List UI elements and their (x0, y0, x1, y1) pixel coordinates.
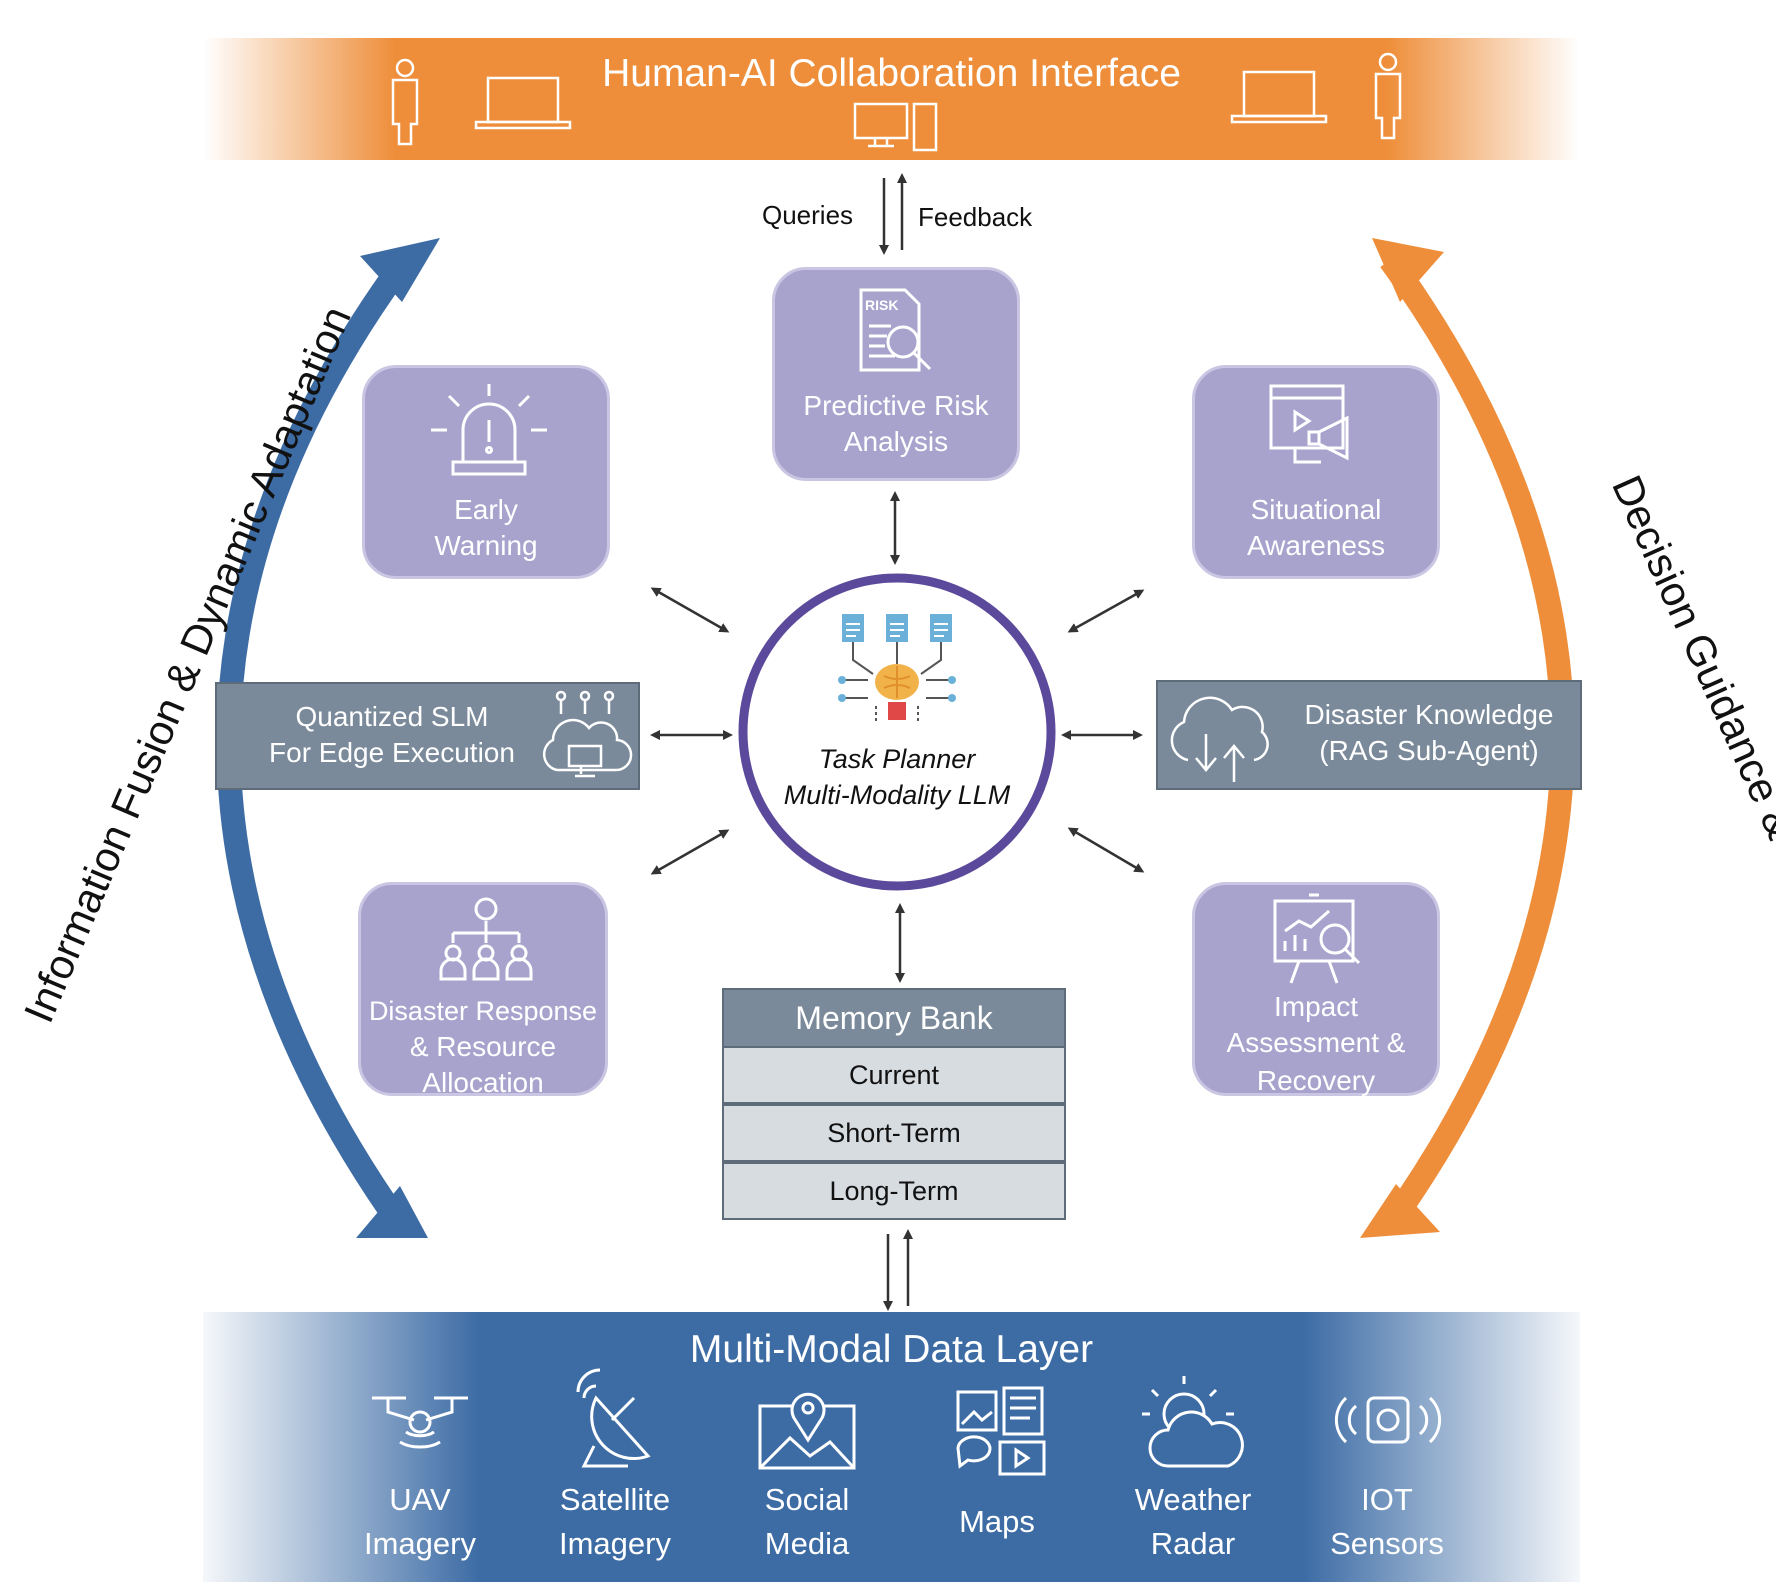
source-social-line1: Social (764, 1482, 850, 1517)
disaster-response-label-2: & Resource (409, 1031, 557, 1062)
map-pin-icon (758, 1392, 856, 1470)
disaster-response-tile: Disaster Response & Resource Allocation (358, 882, 608, 1098)
data-layer-banner: Multi-Modal Data Layer (203, 1312, 1580, 1582)
early-warning-label-1: Early (454, 494, 518, 525)
media-grid-icon (956, 1386, 1046, 1476)
laptop-icon (1230, 70, 1328, 124)
feedback-label: Feedback (918, 202, 1033, 232)
source-satellite: Satellite Imagery (530, 1478, 700, 1566)
top-banner: Human-AI Collaboration Interface (203, 38, 1580, 160)
knowledge-label-1: Disaster Knowledge (1304, 699, 1554, 730)
task-planner-label: Task Planner (818, 744, 976, 774)
cloud-network-icon (542, 690, 633, 778)
source-iot-line1: IOT (1361, 1482, 1413, 1517)
source-uav: UAV Imagery (335, 1478, 505, 1566)
data-layer-title: Multi-Modal Data Layer (689, 1328, 1094, 1371)
impact-label-2: Assessment & (1226, 1027, 1406, 1058)
sensor-icon (1334, 1396, 1442, 1444)
satellite-dish-icon (576, 1368, 651, 1468)
right-cycle-arrowhead-top (1372, 238, 1444, 302)
risk-icon-text: RISK (865, 297, 898, 313)
desktop-computer-icon (853, 102, 938, 152)
source-uav-line2: Imagery (364, 1526, 476, 1561)
team-gear-icon (439, 897, 533, 981)
risk-document-icon: RISK (859, 288, 932, 372)
early-warning-tile: Early Warning (362, 365, 610, 579)
queries-label: Queries (762, 200, 854, 230)
source-satellite-line2: Imagery (559, 1526, 671, 1561)
llm-label: Multi-Modality LLM (783, 780, 1011, 810)
situational-label-1: Situational (1250, 494, 1382, 525)
monitor-megaphone-icon (1269, 384, 1349, 464)
memory-row-long-term: Long-Term (722, 1162, 1066, 1220)
early-warning-label-2: Warning (434, 530, 538, 561)
alarm-siren-icon (431, 384, 547, 476)
left-cycle-arrowhead-bottom (356, 1186, 428, 1238)
source-uav-line1: UAV (389, 1482, 451, 1517)
slm-label-1: Quantized SLM (295, 701, 489, 732)
source-maps-line1: Maps (959, 1504, 1035, 1539)
brain-network-icon (838, 614, 956, 724)
source-social-media: Social Media (722, 1478, 892, 1566)
task-planner-circle (738, 573, 1056, 891)
chart-magnifier-icon (1273, 893, 1361, 984)
disaster-knowledge-bar: Disaster Knowledge (RAG Sub-Agent) (1156, 680, 1582, 790)
source-iot-line2: Sensors (1330, 1526, 1444, 1561)
person-icon (391, 58, 419, 146)
impact-assessment-tile: Impact Assessment & Recovery (1192, 882, 1440, 1096)
predictive-label-1: Predictive Risk (803, 390, 989, 421)
weather-icon (1142, 1376, 1244, 1468)
memory-bank-header: Memory Bank (722, 988, 1066, 1048)
source-satellite-line1: Satellite (559, 1482, 671, 1517)
laptop-icon (474, 76, 572, 130)
cloud-upload-download-icon (1170, 696, 1269, 782)
impact-label-1: Impact (1273, 991, 1359, 1022)
situational-awareness-tile: Situational Awareness (1192, 365, 1440, 579)
left-cycle-arrowhead-top (360, 238, 440, 302)
memory-row-current: Current (722, 1046, 1066, 1104)
source-weather-line2: Radar (1150, 1526, 1236, 1561)
source-weather: Weather Radar (1108, 1478, 1278, 1566)
banner-title: Human-AI Collaboration Interface (602, 52, 1181, 95)
source-weather-line1: Weather (1134, 1482, 1252, 1517)
source-social-line2: Media (764, 1526, 850, 1561)
memory-row-short-term: Short-Term (722, 1104, 1066, 1162)
quantized-slm-bar: Quantized SLM For Edge Execution (215, 682, 640, 790)
predictive-risk-tile: RISK Predictive Risk Analysis (772, 267, 1020, 481)
person-icon (1374, 52, 1402, 140)
disaster-response-label-3: Allocation (422, 1067, 544, 1098)
right-cycle-arrowhead-bottom (1360, 1184, 1440, 1238)
impact-label-3: Recovery (1256, 1065, 1376, 1096)
drone-icon (372, 1396, 468, 1449)
slm-label-2: For Edge Execution (269, 737, 515, 768)
disaster-response-label-1: Disaster Response (368, 996, 598, 1026)
source-iot: IOT Sensors (1302, 1478, 1472, 1566)
predictive-label-2: Analysis (843, 426, 949, 457)
source-maps: Maps (912, 1500, 1082, 1544)
situational-label-2: Awareness (1246, 530, 1385, 561)
knowledge-label-2: (RAG Sub-Agent) (1319, 735, 1539, 766)
